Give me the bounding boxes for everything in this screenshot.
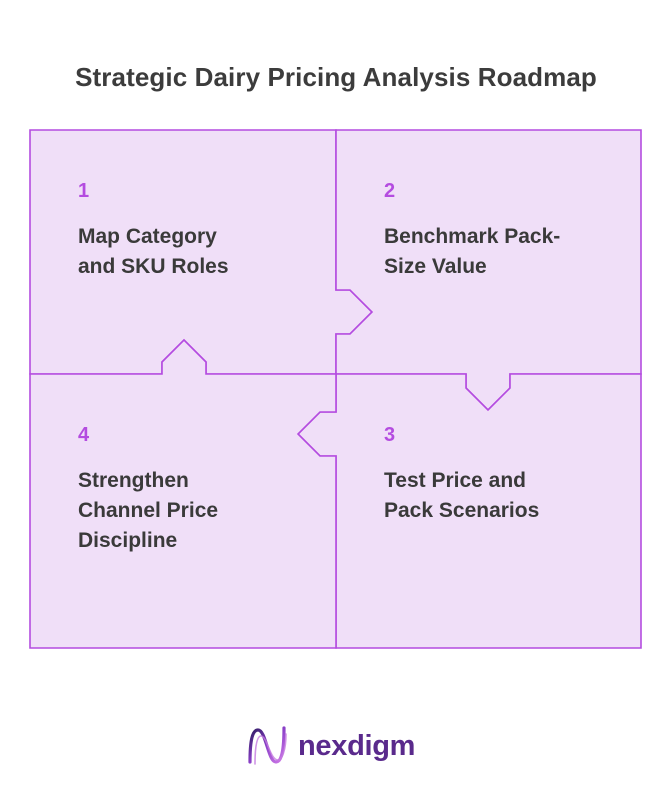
step-3-number: 3 — [384, 424, 396, 446]
step-1-label: Map Category and SKU Roles — [78, 225, 229, 278]
step-4-box — [29, 338, 337, 649]
step-2-number: 2 — [384, 180, 396, 202]
step-3-label: Test Price and Pack Scenarios — [384, 469, 540, 522]
step-4-number: 4 — [78, 424, 90, 446]
brand-name: nexdigm — [298, 729, 416, 762]
nexdigm-logo-icon — [248, 726, 287, 765]
step-1-number: 1 — [78, 180, 90, 202]
brand-logo: nexdigm — [246, 722, 415, 770]
step-4-label: Strengthen Channel Price Discipline — [78, 469, 219, 552]
step-2-label: Benchmark Pack- Size Value — [384, 225, 561, 278]
diagram-title: Strategic Dairy Pricing Analysis Roadmap — [75, 62, 597, 92]
